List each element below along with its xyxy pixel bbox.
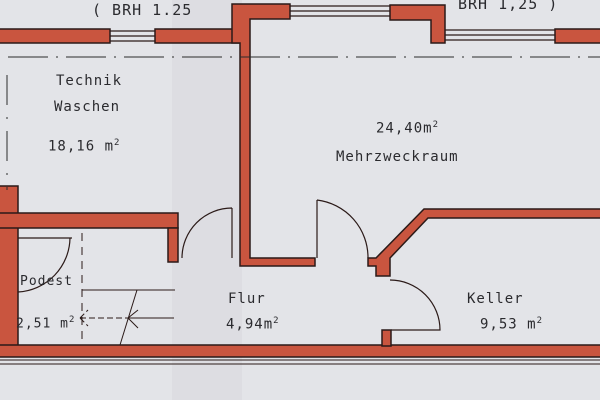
room-name-mehrzweckraum: Mehrzweckraum bbox=[336, 149, 459, 165]
wall-podest-top bbox=[0, 212, 179, 229]
room-name-waschen: Waschen bbox=[54, 99, 121, 115]
windows bbox=[0, 5, 600, 365]
window-annotation-left: ( BRH 1.25 bbox=[92, 1, 193, 19]
wall-top-right bbox=[554, 28, 600, 44]
room-area-keller: 9,53 m2 bbox=[480, 316, 543, 333]
room-area-podest: 2,51 m2 bbox=[16, 315, 76, 332]
wall-flur-pier bbox=[381, 329, 392, 347]
room-area-technik: 18,16 m2 bbox=[48, 138, 121, 155]
walls bbox=[0, 3, 600, 358]
room-area-flur: 4,94m2 bbox=[226, 316, 280, 333]
room-name-keller: Keller bbox=[467, 291, 524, 307]
wall-pier-right bbox=[389, 4, 446, 44]
window-annotation-right: BRH 1,25 ) bbox=[458, 0, 559, 13]
wall-keller bbox=[367, 208, 600, 277]
doors bbox=[17, 199, 441, 331]
wall-top-left bbox=[0, 28, 111, 44]
room-area-mehrzweckraum: 24,40m2 bbox=[376, 120, 439, 137]
wall-podest-right bbox=[167, 227, 179, 263]
wall-pier-left bbox=[231, 3, 316, 267]
wall-bottom bbox=[0, 344, 600, 358]
room-name-technik: Technik bbox=[56, 73, 123, 89]
stairs bbox=[79, 233, 175, 346]
room-name-podest: Podest bbox=[20, 274, 73, 289]
room-name-flur: Flur bbox=[228, 291, 266, 307]
